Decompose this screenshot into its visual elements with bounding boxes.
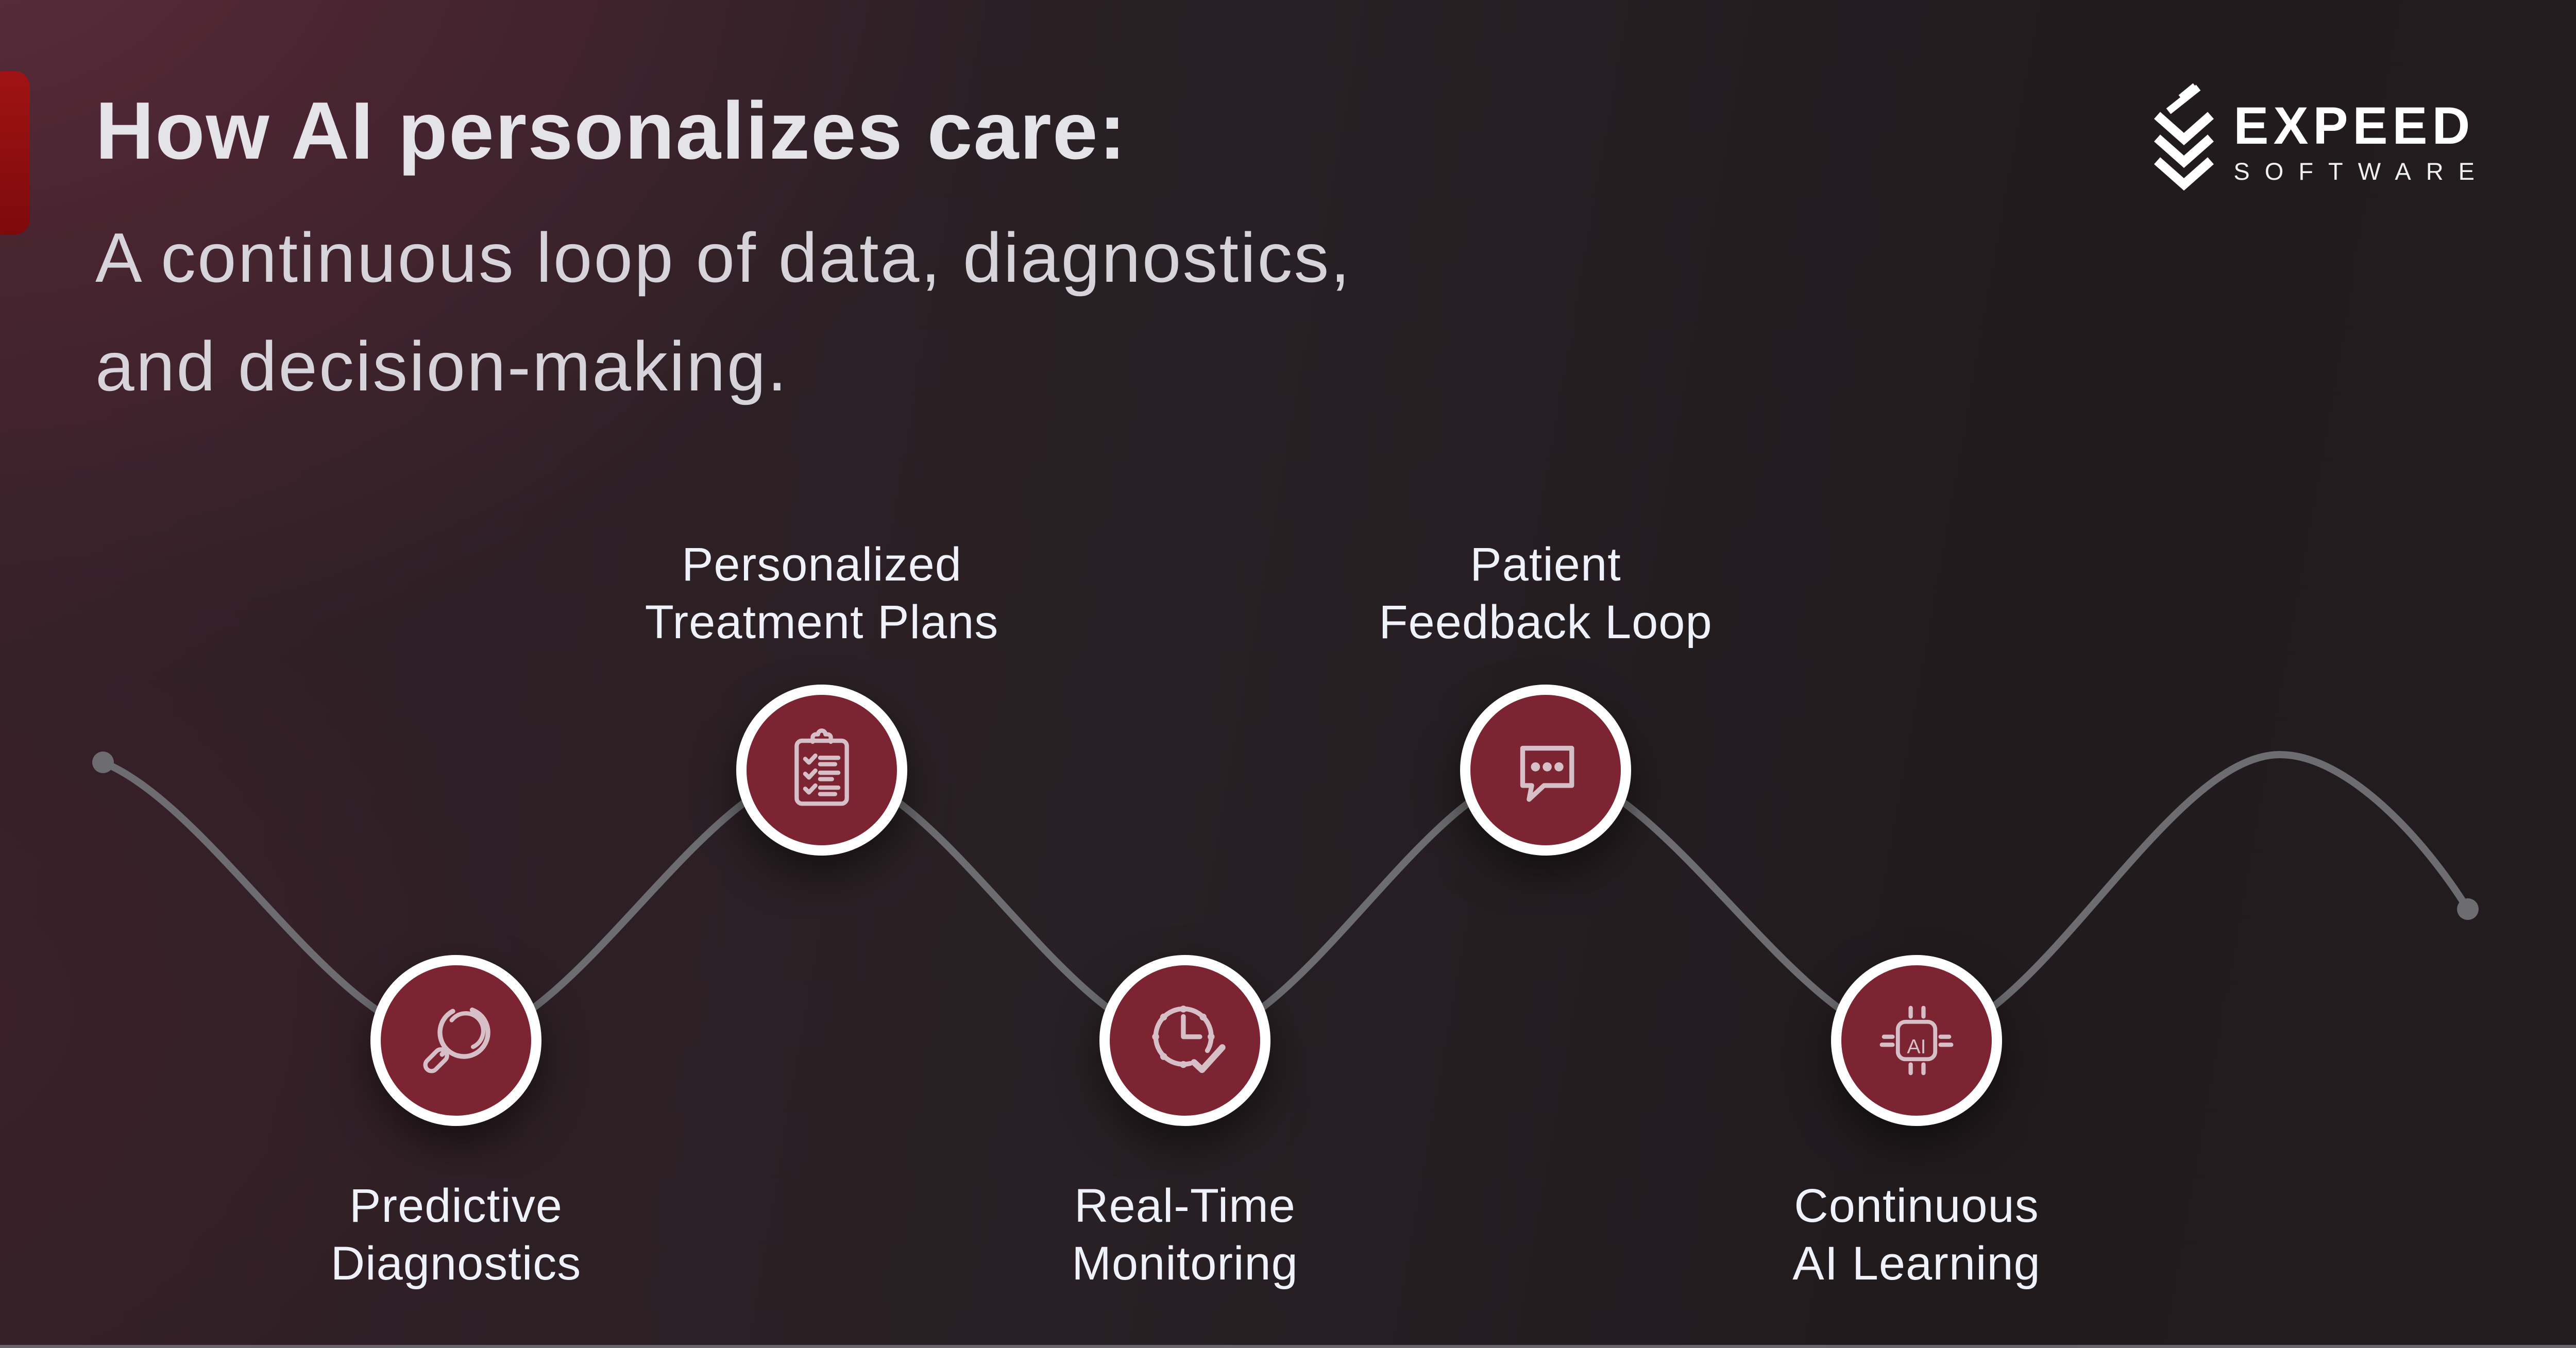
ai-chip-label: AI [1907, 1035, 1926, 1058]
node-personalized-treatment-plans [736, 685, 907, 856]
node-real-time-monitoring [1099, 955, 1270, 1126]
subtitle-line-1: A continuous loop of data, diagnostics, [95, 218, 1352, 297]
label-real-time-monitoring: Real-Time Monitoring [1072, 1180, 1298, 1290]
clipboard-checklist-icon [794, 728, 849, 806]
label-personalized-treatment-plans: Personalized Treatment Plans [645, 538, 999, 649]
label-patient-feedback-loop: Patient Feedback Loop [1379, 538, 1713, 649]
expeed-logo: EXPEED SOFTWARE [2150, 82, 2489, 200]
subtitle-line-2: and decision-making. [95, 327, 789, 405]
node-continuous-ai-learning: AI [1831, 955, 2002, 1126]
label-predictive-diagnostics: Predictive Diagnostics [330, 1180, 582, 1290]
title-block: How AI personalizes care: A continuous l… [95, 90, 1351, 421]
wave-start-dot [92, 752, 114, 773]
node-predictive-diagnostics [370, 955, 541, 1126]
node-patient-feedback-loop [1460, 685, 1631, 856]
magnifier-icon [423, 1006, 490, 1073]
ai-chip-icon: AI [1879, 1005, 1954, 1076]
logo-text: EXPEED SOFTWARE [2233, 99, 2489, 183]
chat-bubble-icon [1520, 745, 1574, 802]
logo-subtext: SOFTWARE [2233, 157, 2489, 185]
label-continuous-ai-learning: Continuous AI Learning [1792, 1180, 2041, 1290]
page-title: How AI personalizes care: [95, 86, 1127, 176]
bottom-edge-line [0, 1345, 2576, 1348]
logo-name: EXPEED [2233, 96, 2475, 155]
left-accent-bar [0, 71, 30, 235]
page-subtitle: A continuous loop of data, diagnostics, … [95, 203, 1351, 421]
wave-end-dot [2457, 898, 2479, 920]
expeed-logo-icon [2150, 82, 2218, 200]
clock-check-icon [1152, 1005, 1226, 1073]
